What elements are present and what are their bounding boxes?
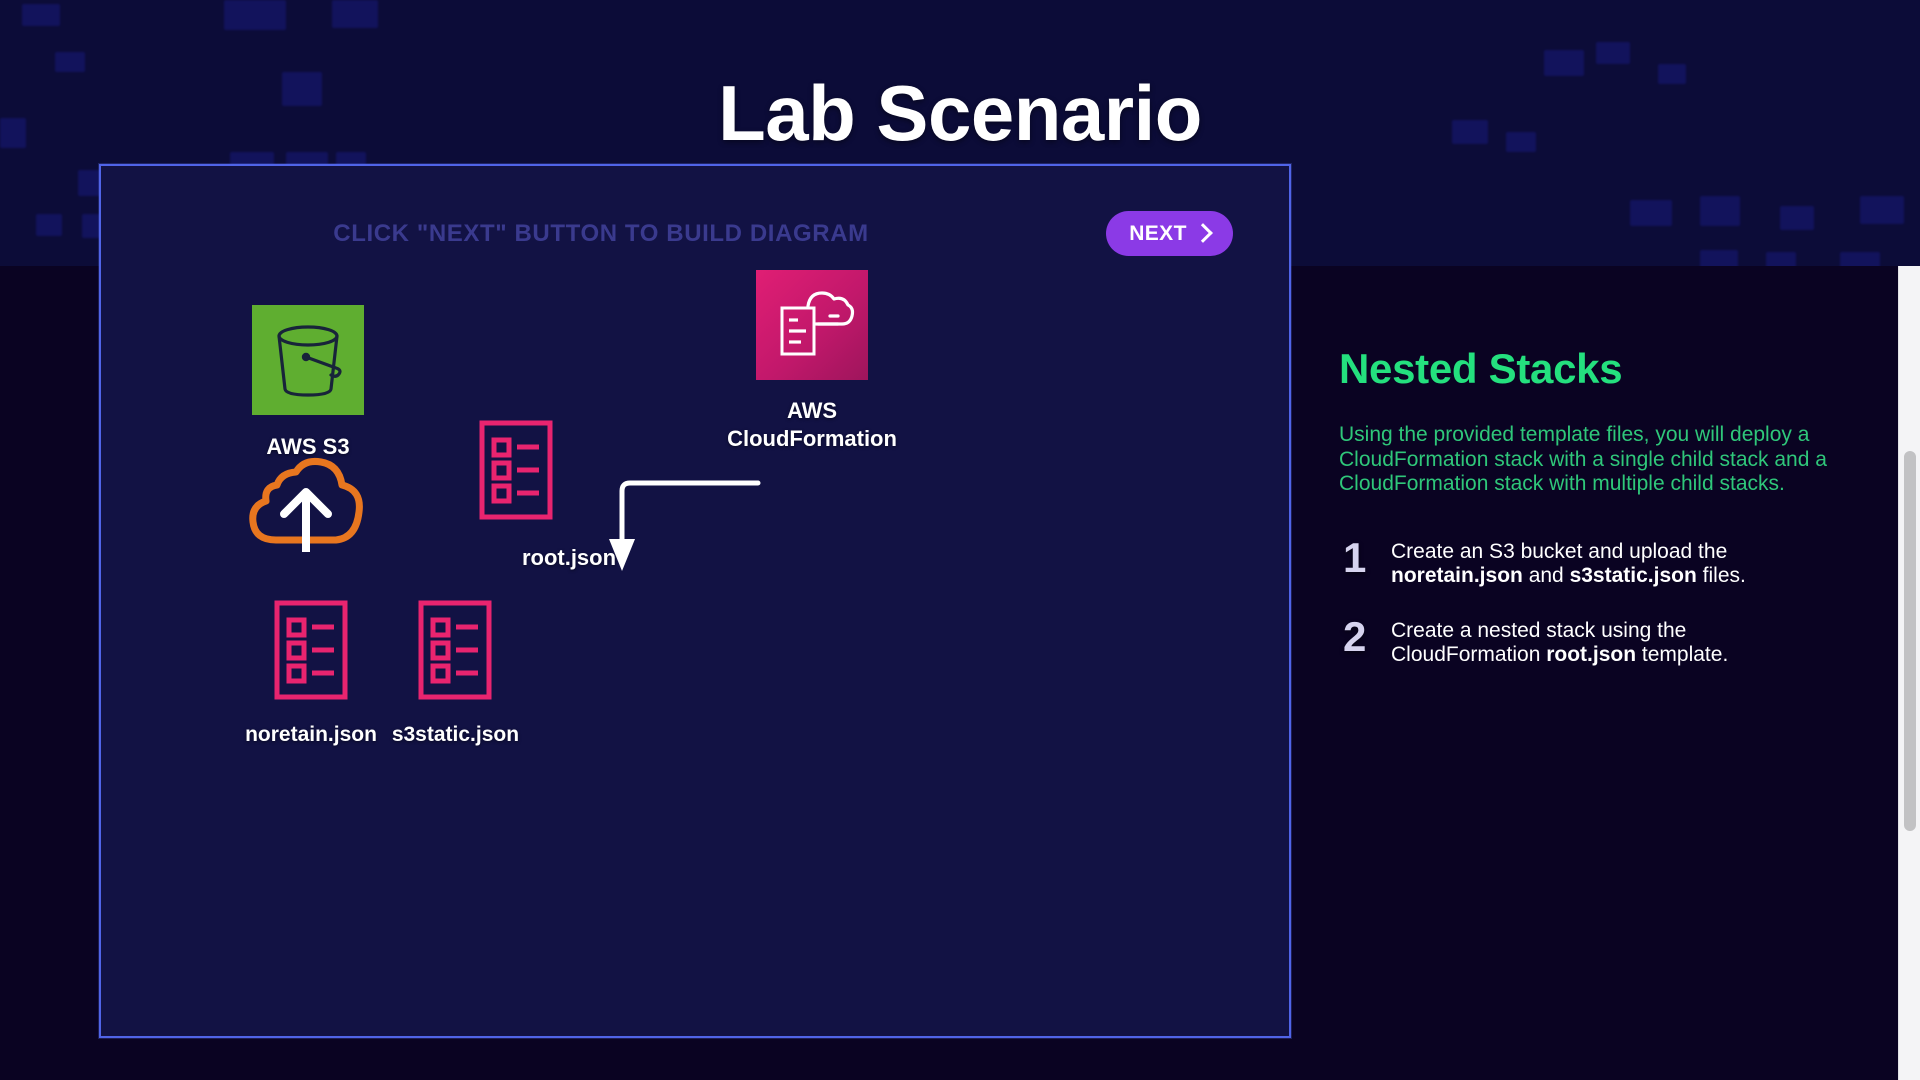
cloud-upload-icon [217,456,397,552]
chevron-right-icon [1192,223,1213,243]
texture-block [1544,50,1584,76]
diagram-node-aws-s3[interactable]: AWS S3 [223,305,393,461]
cfn-label-line2: CloudFormation [727,426,897,451]
step-item: 2 Create a nested stack using the CloudFo… [1339,612,1899,668]
info-panel-description: Using the provided template files, you w… [1339,423,1827,495]
texture-block [1840,252,1880,266]
texture-block [1506,132,1536,152]
diagram-panel: CLICK "NEXT" BUTTON TO BUILD DIAGRAM NEX… [99,164,1291,1038]
info-panel: Nested Stacks Using the provided templat… [1339,266,1899,1080]
next-button[interactable]: NEXT [1106,211,1233,256]
texture-block [1766,252,1796,266]
diagram-node-noretain-json[interactable]: noretain.json [241,600,381,749]
diagram-node-s3static-json[interactable]: s3static.json [385,600,525,749]
s3-bucket-icon [252,305,364,415]
step-text-run: template. [1636,643,1729,666]
texture-block [36,214,62,236]
diagram-node-root-json[interactable]: root.json [479,420,659,572]
step-text-emphasis: noretain.json [1391,564,1523,587]
diagram-hint-text: CLICK "NEXT" BUTTON TO BUILD DIAGRAM [333,220,869,247]
template-file-icon [241,600,381,705]
steps-list: 1 Create an S3 bucket and upload the nore… [1339,533,1899,668]
texture-block [1658,64,1686,84]
diagram-node-label: AWS CloudFormation [697,397,927,453]
step-text: Create a nested stack using the CloudFor… [1391,616,1821,668]
texture-block [1630,200,1672,226]
texture-block [1860,196,1904,224]
step-text-emphasis: root.json [1546,643,1637,666]
step-text-emphasis: s3static.json [1569,564,1697,587]
step-number: 2 [1343,612,1367,660]
texture-block [282,72,322,106]
diagram-node-label: noretain.json [245,723,377,746]
diagram-node-label: root.json [521,545,617,570]
elbow-arrow-icon [606,476,766,581]
step-text: Create an S3 bucket and upload the noret… [1391,537,1821,589]
texture-block [55,52,85,72]
step-item: 1 Create an S3 bucket and upload the nore… [1339,533,1899,589]
texture-block [1700,250,1738,266]
diagram-node-upload-cloud[interactable] [217,456,397,552]
vertical-scrollbar[interactable] [1898,266,1920,1080]
texture-block [1780,206,1814,230]
diagram-node-aws-cloudformation[interactable]: AWS CloudFormation [697,270,927,453]
step-text-run: Create an S3 bucket and upload the [1391,539,1728,563]
diagram-node-label: AWS S3 [266,434,350,459]
info-panel-title: Nested Stacks [1339,345,1623,392]
step-number: 1 [1343,533,1367,581]
next-button-label: NEXT [1129,221,1187,245]
step-text-run: Create a nested stack using the CloudFor… [1391,618,1687,667]
cfn-label-line1: AWS [786,398,838,423]
diagram-node-label: s3static.json [391,723,520,746]
template-file-icon [479,420,659,525]
texture-block [1596,42,1630,64]
texture-block [224,0,286,30]
cloudformation-icon [756,270,868,380]
texture-block [1452,120,1488,144]
template-file-icon [385,600,525,705]
texture-block [0,118,26,148]
texture-block [332,0,378,28]
texture-block [22,4,60,26]
texture-block [1700,196,1740,226]
diagram-file-list: noretain.json s3static.json [241,600,531,749]
step-text-run: and [1522,564,1570,587]
step-text-run: files. [1696,564,1746,587]
scrollbar-thumb[interactable] [1904,451,1916,831]
page-title: Lab Scenario [718,69,1202,158]
